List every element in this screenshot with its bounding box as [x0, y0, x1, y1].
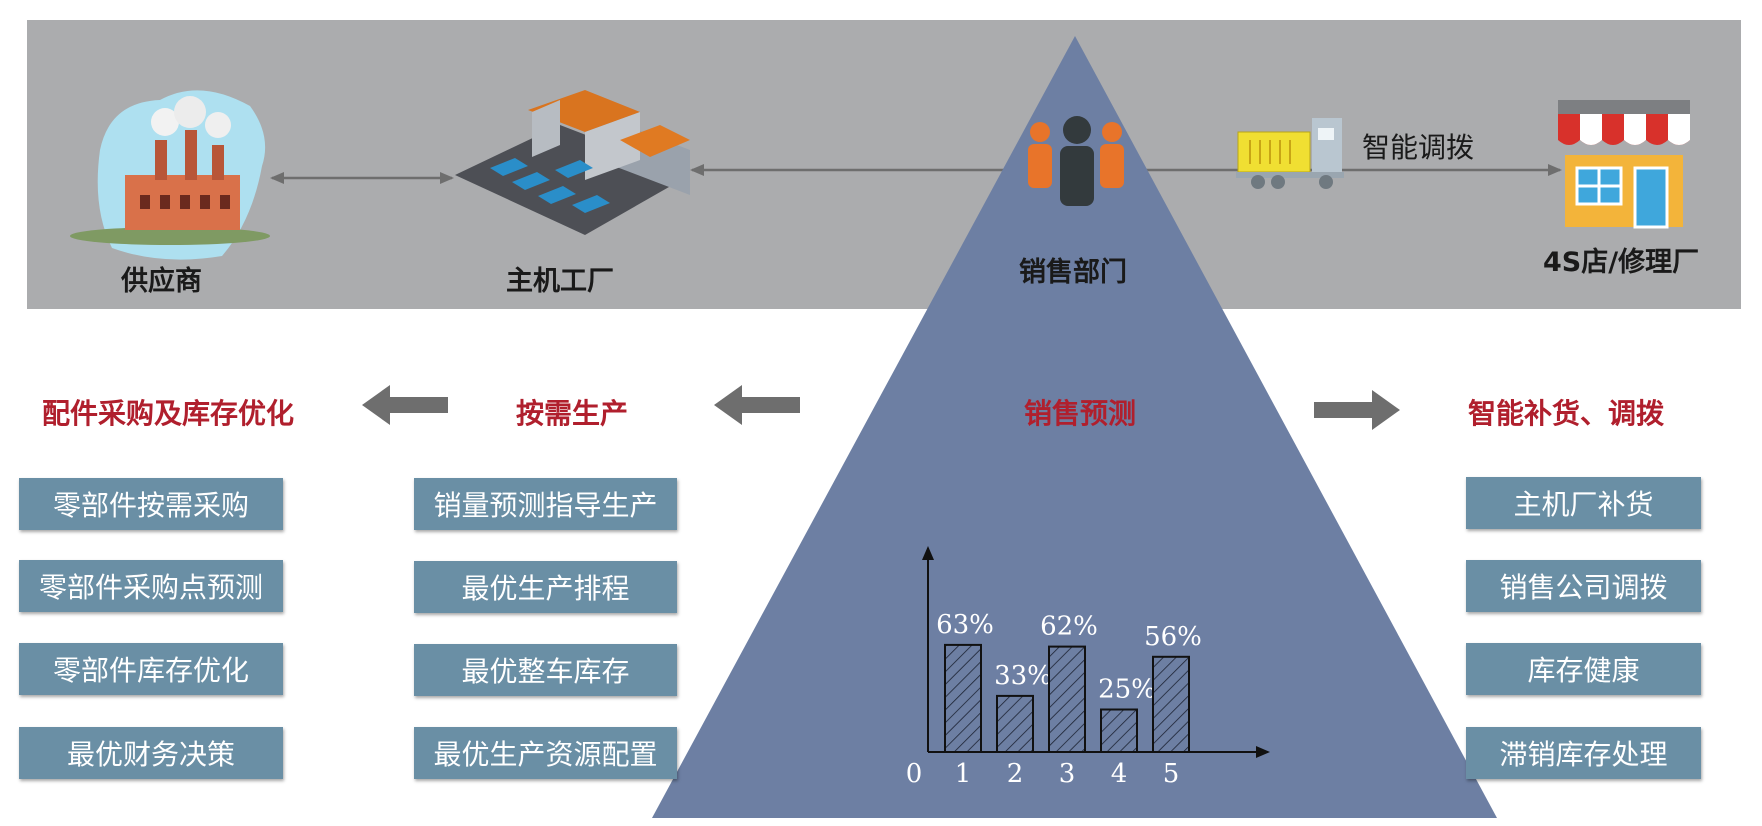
x-tick-label-2: 2 — [1007, 759, 1024, 789]
production-box-3: 最优整车库存 — [414, 644, 677, 696]
store-shop-icon — [1558, 100, 1690, 229]
top-band — [27, 20, 1741, 309]
x-tick-label-3: 3 — [1059, 759, 1076, 789]
parts-box-4: 最优财务决策 — [19, 727, 283, 779]
factory-label: 主机工厂 — [506, 266, 614, 297]
replenish-box-1: 主机厂补货 — [1466, 477, 1701, 529]
production-header: 按需生产 — [516, 397, 629, 430]
forecast-pyramid — [652, 36, 1497, 818]
replenish-box-3: 库存健康 — [1466, 643, 1701, 695]
left-block-arrow-2 — [714, 385, 800, 425]
manufacturing-plant-icon — [455, 90, 690, 235]
bar-value-label-3: 62% — [1040, 612, 1098, 642]
bar-value-label-5: 56% — [1144, 622, 1202, 652]
replenish-header: 智能补货、调拨 — [1468, 397, 1665, 430]
parts-header: 配件采购及库存优化 — [42, 397, 295, 430]
sales-dept-label: 销售部门 — [1019, 257, 1127, 288]
bar-value-label-2: 33% — [994, 661, 1052, 691]
parts-box-3: 零部件库存优化 — [19, 643, 283, 695]
forecast-bar-chart: 0 63% 1 33% 2 62% 3 25% 4 56% 5 — [906, 546, 1270, 789]
origin-label: 0 — [906, 759, 923, 789]
replenish-box-2: 销售公司调拨 — [1466, 560, 1701, 612]
production-box-1: 销量预测指导生产 — [414, 478, 677, 530]
production-box-4: 最优生产资源配置 — [414, 727, 677, 779]
x-tick-label-1: 1 — [955, 759, 972, 789]
parts-box-2: 零部件采购点预测 — [19, 560, 283, 612]
bar-value-label-4: 25% — [1098, 675, 1156, 705]
forecast-header: 销售预测 — [1024, 397, 1137, 430]
parts-box-1: 零部件按需采购 — [19, 478, 283, 530]
transfer-label: 智能调拨 — [1362, 131, 1475, 164]
supplier-label: 供应商 — [121, 266, 202, 297]
bar-1 — [944, 643, 982, 754]
delivery-truck-icon — [1236, 118, 1344, 189]
x-tick-label-4: 4 — [1111, 759, 1128, 789]
dealer-label: 4S店/修理厂 — [1543, 247, 1700, 278]
left-block-arrow-1 — [362, 385, 448, 425]
right-block-arrow — [1314, 390, 1400, 430]
bar-2 — [996, 694, 1034, 754]
production-box-2: 最优生产排程 — [414, 561, 677, 613]
x-tick-label-5: 5 — [1163, 759, 1180, 789]
bar-value-label-1: 63% — [936, 610, 994, 640]
factory-chimney-icon — [70, 90, 270, 260]
sales-team-people-icon — [1028, 116, 1124, 206]
replenish-box-4: 滞销库存处理 — [1466, 727, 1701, 779]
bar-4 — [1100, 708, 1138, 753]
bar-3 — [1048, 645, 1086, 753]
bar-5 — [1152, 655, 1190, 753]
